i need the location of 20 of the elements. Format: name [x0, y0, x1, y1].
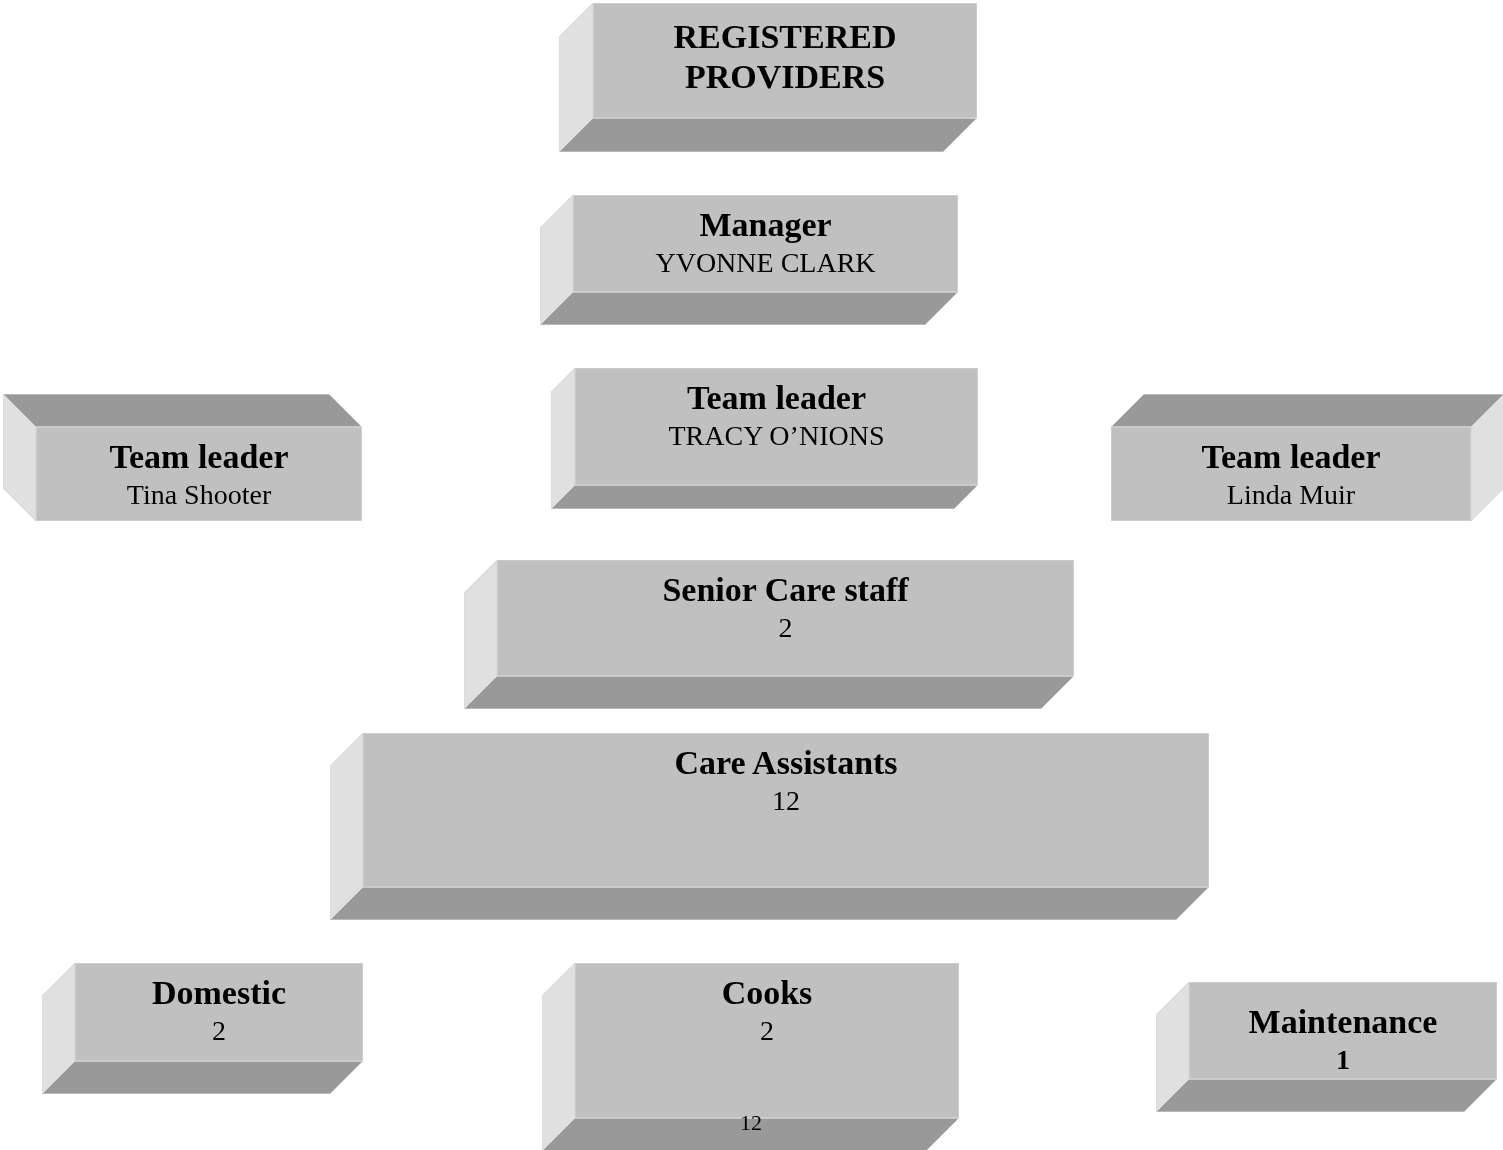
- staff-detail: TRACY O’NIONS: [667, 419, 886, 453]
- role-title: Cooks: [720, 973, 814, 1013]
- role-title: Manager: [698, 205, 833, 245]
- staff-detail: Tina Shooter: [125, 478, 273, 512]
- staff-detail: 1: [1335, 1043, 1351, 1077]
- role-title: Care Assistants: [673, 743, 899, 783]
- staff-detail: Linda Muir: [1225, 478, 1357, 512]
- role-title: Team leader: [1200, 437, 1382, 477]
- role-title: Maintenance: [1247, 1002, 1439, 1042]
- staff-detail: 12: [771, 784, 801, 818]
- role-title: Team leader: [108, 437, 290, 477]
- role-title: REGISTERED PROVIDERS: [672, 17, 898, 97]
- staff-detail: YVONNE CLARK: [654, 246, 877, 280]
- staff-detail: 2: [759, 1014, 775, 1048]
- role-title: Domestic: [150, 973, 288, 1013]
- role-title: Senior Care staff: [661, 570, 910, 610]
- note-text: 12: [740, 1110, 762, 1136]
- staff-detail: 2: [211, 1014, 227, 1048]
- role-title: Team leader: [685, 378, 868, 418]
- staff-detail: 2: [777, 611, 794, 645]
